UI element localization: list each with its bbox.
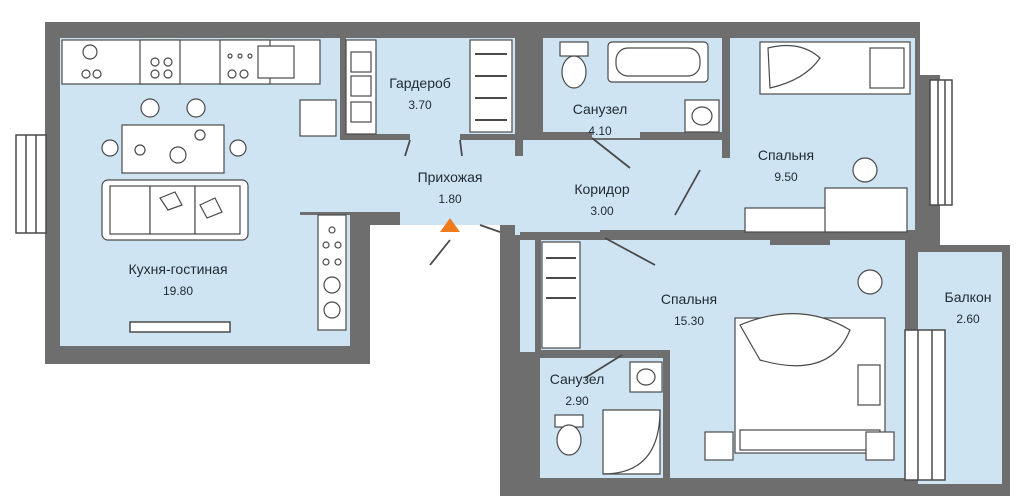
room-label-wardrobe: Гардероб 3.70 (389, 74, 451, 114)
toilet-icon (554, 41, 589, 456)
sink-icon (629, 99, 720, 393)
room-label-corridor: Коридор 3.00 (574, 180, 629, 220)
room-area: 2.60 (956, 312, 980, 326)
room-name: Санузел (572, 101, 628, 117)
room-name: Кухня-гостиная (128, 261, 228, 277)
stove-icon (81, 44, 253, 79)
room-area: 2.90 (565, 394, 589, 408)
room-area: 4.10 (588, 124, 612, 138)
room-name: Прихожая (417, 169, 483, 185)
room-area: 19.80 (162, 284, 194, 298)
room-name: Балкон (944, 289, 992, 305)
room-label-hall: Прихожая 1.80 (418, 168, 483, 208)
dining-table-icon (101, 98, 247, 174)
room-label-bedroom2: Спальня 15.30 (661, 290, 717, 330)
room-area: 9.50 (774, 170, 798, 184)
wardrobe-shelves (345, 39, 581, 349)
room-area: 3.70 (408, 98, 432, 112)
partitions (340, 38, 917, 478)
room-area: 15.30 (673, 314, 705, 328)
sofa-icon (101, 179, 249, 241)
room-label-bedroom1: Спальня 9.50 (758, 146, 814, 186)
room-name: Санузел (549, 371, 605, 387)
shower-icon (602, 409, 661, 475)
room-area: 1.80 (438, 192, 462, 206)
window-icon (15, 79, 953, 481)
bed-icon (704, 41, 911, 461)
room-label-balcony: Балкон 2.60 (945, 288, 992, 328)
wall-stub (770, 240, 830, 245)
room-name: Коридор (574, 181, 630, 197)
room-label-bath1: Санузел 4.10 (573, 100, 628, 140)
washing-machine-icon (322, 226, 342, 319)
room-label-bath2: Санузел 2.90 (550, 370, 605, 410)
room-name: Спальня (660, 291, 718, 307)
corridor-floor (400, 140, 730, 235)
room-area: 3.00 (590, 204, 614, 218)
room-label-kitchen: Кухня-гостиная 19.80 (128, 260, 227, 300)
kitchen-counter (61, 39, 347, 331)
door-icon (404, 137, 701, 379)
room-name: Гардероб (389, 75, 451, 91)
room-name: Спальня (757, 147, 815, 163)
bathtub-icon (607, 41, 709, 83)
entrance-marker-icon (440, 218, 460, 232)
